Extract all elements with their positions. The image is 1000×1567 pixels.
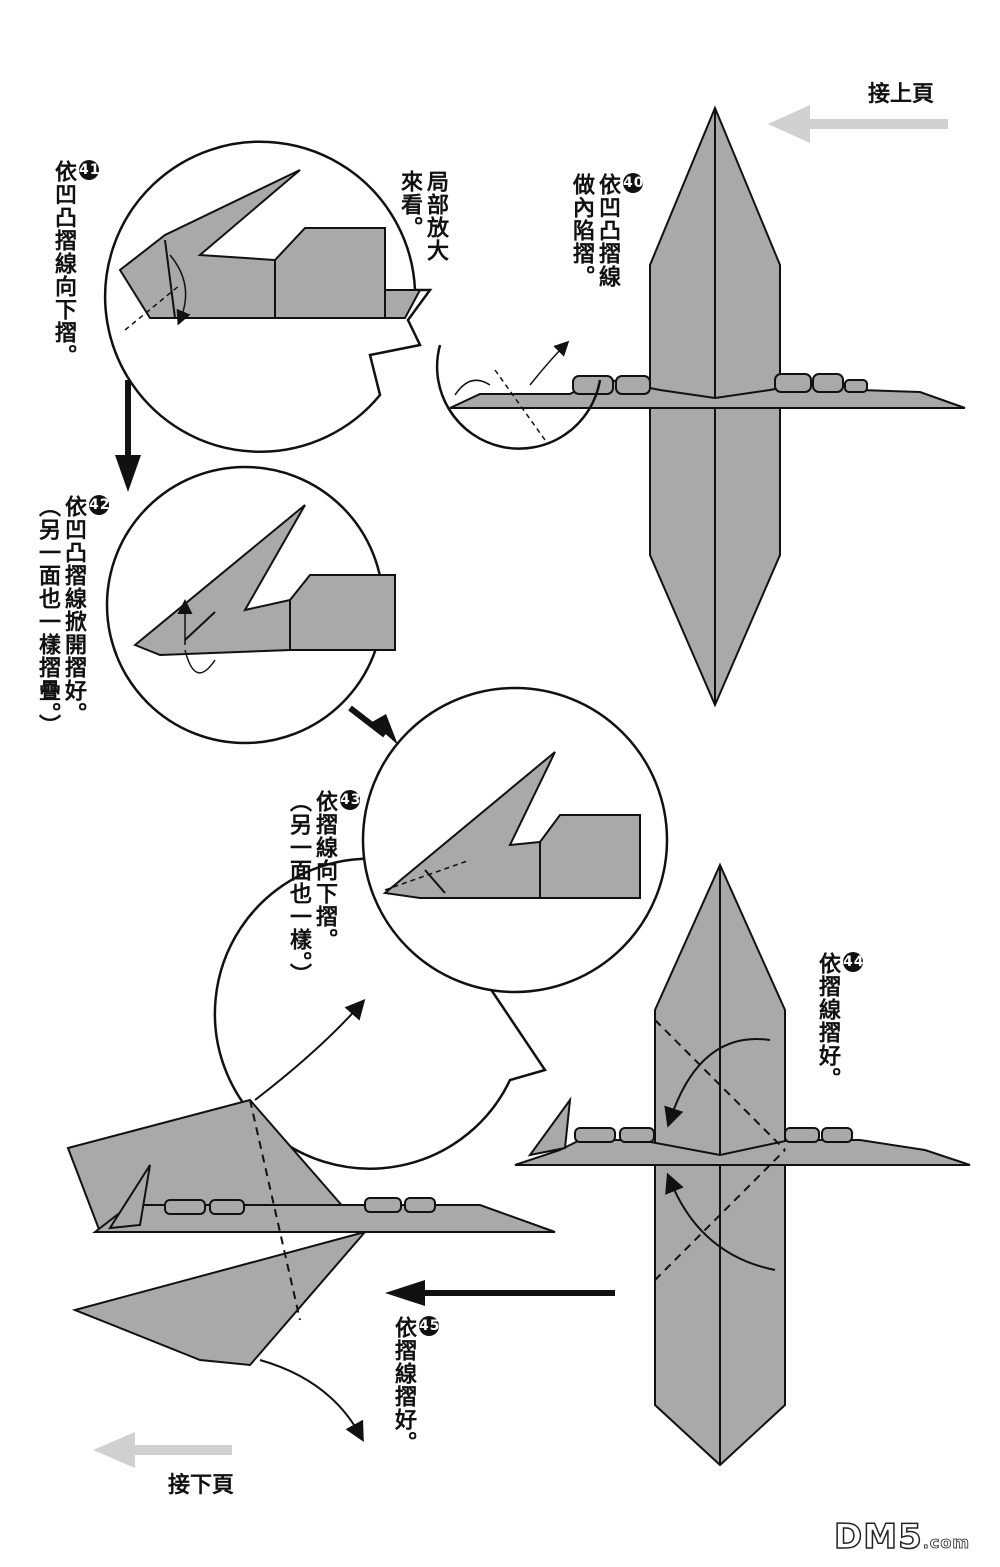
step-41-caption: 41 依凹凸摺線向下摺。 — [50, 160, 102, 367]
flow-arrow-41-42 — [115, 380, 141, 492]
step-42-line-1: 依凹凸摺線掀開摺好。 — [61, 495, 86, 725]
step-41-text: 依凹凸摺線向下摺。 — [51, 160, 76, 367]
step-40-caption: 40 依凹凸摺線 做內陷摺。 — [568, 173, 646, 288]
detail-circle-43 — [213, 686, 669, 1170]
next-page-label: 接下頁 — [168, 1473, 235, 1498]
step-44-caption: 44 依摺線摺好。 — [814, 952, 866, 1090]
model-step-44 — [514, 862, 971, 1467]
step-43-caption: 43 依摺線向下摺。 （另一面也一樣。） — [285, 790, 363, 986]
detail-circle-40 — [435, 340, 602, 450]
flow-arrow-42-43 — [348, 705, 398, 745]
step-number-badge: 43 — [340, 790, 362, 810]
prev-page-label: 接上頁 — [868, 82, 935, 107]
step-number-badge: 40 — [623, 173, 645, 193]
zoom-note-line-2: 來看。 — [397, 170, 422, 239]
step-42-caption: 42 依凹凸摺線掀開摺好。 （另一面也一樣摺疊。） — [34, 495, 112, 737]
detail-circle-42 — [105, 465, 396, 745]
step-45-caption: 45 依摺線摺好。 — [390, 1316, 442, 1454]
model-step-45 — [66, 999, 556, 1443]
step-44-text: 依摺線摺好。 — [815, 952, 840, 1090]
step-40-line-1: 依凹凸摺線 — [595, 173, 620, 288]
detail-circle-41 — [103, 140, 433, 453]
step-43-line-2: （另一面也一樣。） — [286, 790, 311, 986]
step-40-line-2: 做內陷摺。 — [569, 173, 594, 288]
step-number-badge: 45 — [419, 1316, 441, 1336]
step-number-badge: 41 — [79, 160, 101, 180]
zoom-note: 局部放大 來看。 — [396, 170, 448, 262]
next-page-arrow — [93, 1432, 232, 1468]
model-step-40 — [449, 105, 966, 708]
step-number-badge: 42 — [89, 495, 111, 515]
prev-page-arrow — [768, 105, 948, 143]
watermark: DM5.com — [833, 1516, 970, 1558]
watermark-main: DM5 — [833, 1516, 923, 1558]
watermark-suffix: .com — [922, 1533, 970, 1553]
step-43-line-1: 依摺線向下摺。 — [312, 790, 337, 951]
step-45-text: 依摺線摺好。 — [391, 1316, 416, 1454]
zoom-note-line-1: 局部放大 — [423, 170, 448, 262]
step-number-badge: 44 — [843, 952, 865, 972]
flow-arrow-44-45 — [385, 1280, 615, 1306]
step-42-line-2: （另一面也一樣摺疊。） — [35, 495, 60, 737]
